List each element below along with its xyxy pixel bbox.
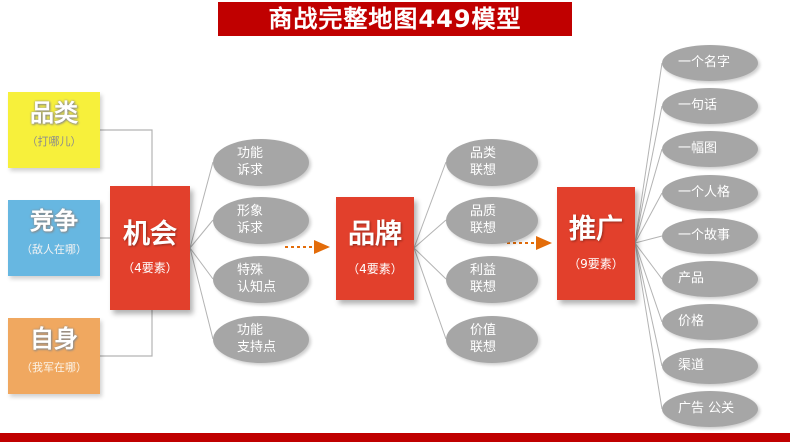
factor-line: 联想: [470, 279, 497, 295]
factor-line: 利益: [470, 262, 497, 278]
factor-line: 一个名字: [678, 54, 731, 70]
factor-line: 产品: [678, 270, 705, 286]
factor-line: 联想: [470, 162, 497, 178]
factor-line: 特殊: [237, 262, 264, 278]
factor-line: 联想: [470, 220, 497, 236]
promotion-factor-8: 渠道: [662, 348, 758, 384]
opportunity-factor-3: 特殊 认知点: [213, 256, 309, 303]
factor-line: 一幅图: [678, 140, 718, 156]
flow-arrows: [285, 236, 552, 254]
factor-line: 联想: [470, 339, 497, 355]
promotion-factor-3: 一幅图: [662, 131, 758, 167]
brand-factor-1: 品类 联想: [446, 139, 538, 186]
factor-line: 价格: [678, 313, 705, 329]
stage-brand-sub: （4要素）: [347, 261, 403, 276]
factor-line: 一个故事: [678, 227, 731, 243]
promotion-fan-lines: [634, 62, 663, 410]
bottom-bar: [0, 433, 790, 442]
opportunity-fan-lines: [189, 161, 214, 340]
promotion-factor-6: 产品: [662, 261, 758, 297]
factor-line: 功能: [237, 145, 264, 161]
opportunity-factor-4: 功能 支持点: [213, 316, 309, 363]
factor-line: 广告 公关: [678, 400, 735, 416]
stage-brand-label: 品牌: [348, 219, 402, 251]
factor-line: 形象: [237, 203, 264, 219]
opportunity-factor-1: 功能 诉求: [213, 139, 309, 186]
factor-line: 价值: [470, 322, 497, 338]
bracket-lines: [100, 129, 153, 357]
stage-promotion-label: 推广: [569, 214, 623, 246]
promotion-factor-5: 一个故事: [662, 218, 758, 254]
factor-line: 品类: [470, 145, 497, 161]
brand-fan-lines: [413, 161, 447, 340]
box-category: 品类 （打哪儿）: [8, 92, 100, 168]
brand-factor-2: 品质 联想: [446, 197, 538, 244]
factor-line: 功能: [237, 322, 264, 338]
box-category-sub: （打哪儿）: [26, 134, 82, 148]
box-competition-sub: （敌人在哪）: [21, 242, 87, 256]
factor-line: 支持点: [237, 339, 277, 355]
stage-opportunity: 机会 （4要素）: [110, 186, 190, 310]
factor-line: 诉求: [237, 220, 264, 236]
factor-line: 品质: [470, 203, 497, 219]
opportunity-factor-2: 形象 诉求: [213, 197, 309, 244]
factor-line: 一句话: [678, 97, 718, 113]
promotion-factor-2: 一句话: [662, 88, 758, 124]
promotion-factor-7: 价格: [662, 304, 758, 340]
box-competition: 竞争 （敌人在哪）: [8, 200, 100, 276]
stage-opportunity-sub: （4要素）: [122, 261, 178, 276]
stage-promotion: 推广 （9要素）: [557, 187, 635, 300]
promotion-factor-9: 广告 公关: [662, 391, 758, 427]
promotion-factor-4: 一个人格: [662, 175, 758, 211]
box-competition-label: 竞争: [30, 206, 78, 235]
page-title: 商战完整地图449模型: [218, 2, 572, 36]
stage-opportunity-label: 机会: [123, 218, 177, 250]
promotion-factor-1: 一个名字: [662, 45, 758, 81]
stage-brand: 品牌 （4要素）: [336, 197, 414, 300]
box-self-sub: （我军在哪）: [21, 360, 87, 374]
stage-promotion-sub: （9要素）: [568, 256, 624, 271]
box-self: 自身 （我军在哪）: [8, 318, 100, 394]
brand-factor-4: 价值 联想: [446, 316, 538, 363]
factor-line: 认知点: [237, 279, 277, 295]
factor-line: 一个人格: [678, 184, 731, 200]
box-self-label: 自身: [30, 324, 78, 353]
factor-line: 诉求: [237, 162, 264, 178]
brand-factor-3: 利益 联想: [446, 256, 538, 303]
box-category-label: 品类: [30, 98, 78, 127]
factor-line: 渠道: [678, 357, 705, 373]
